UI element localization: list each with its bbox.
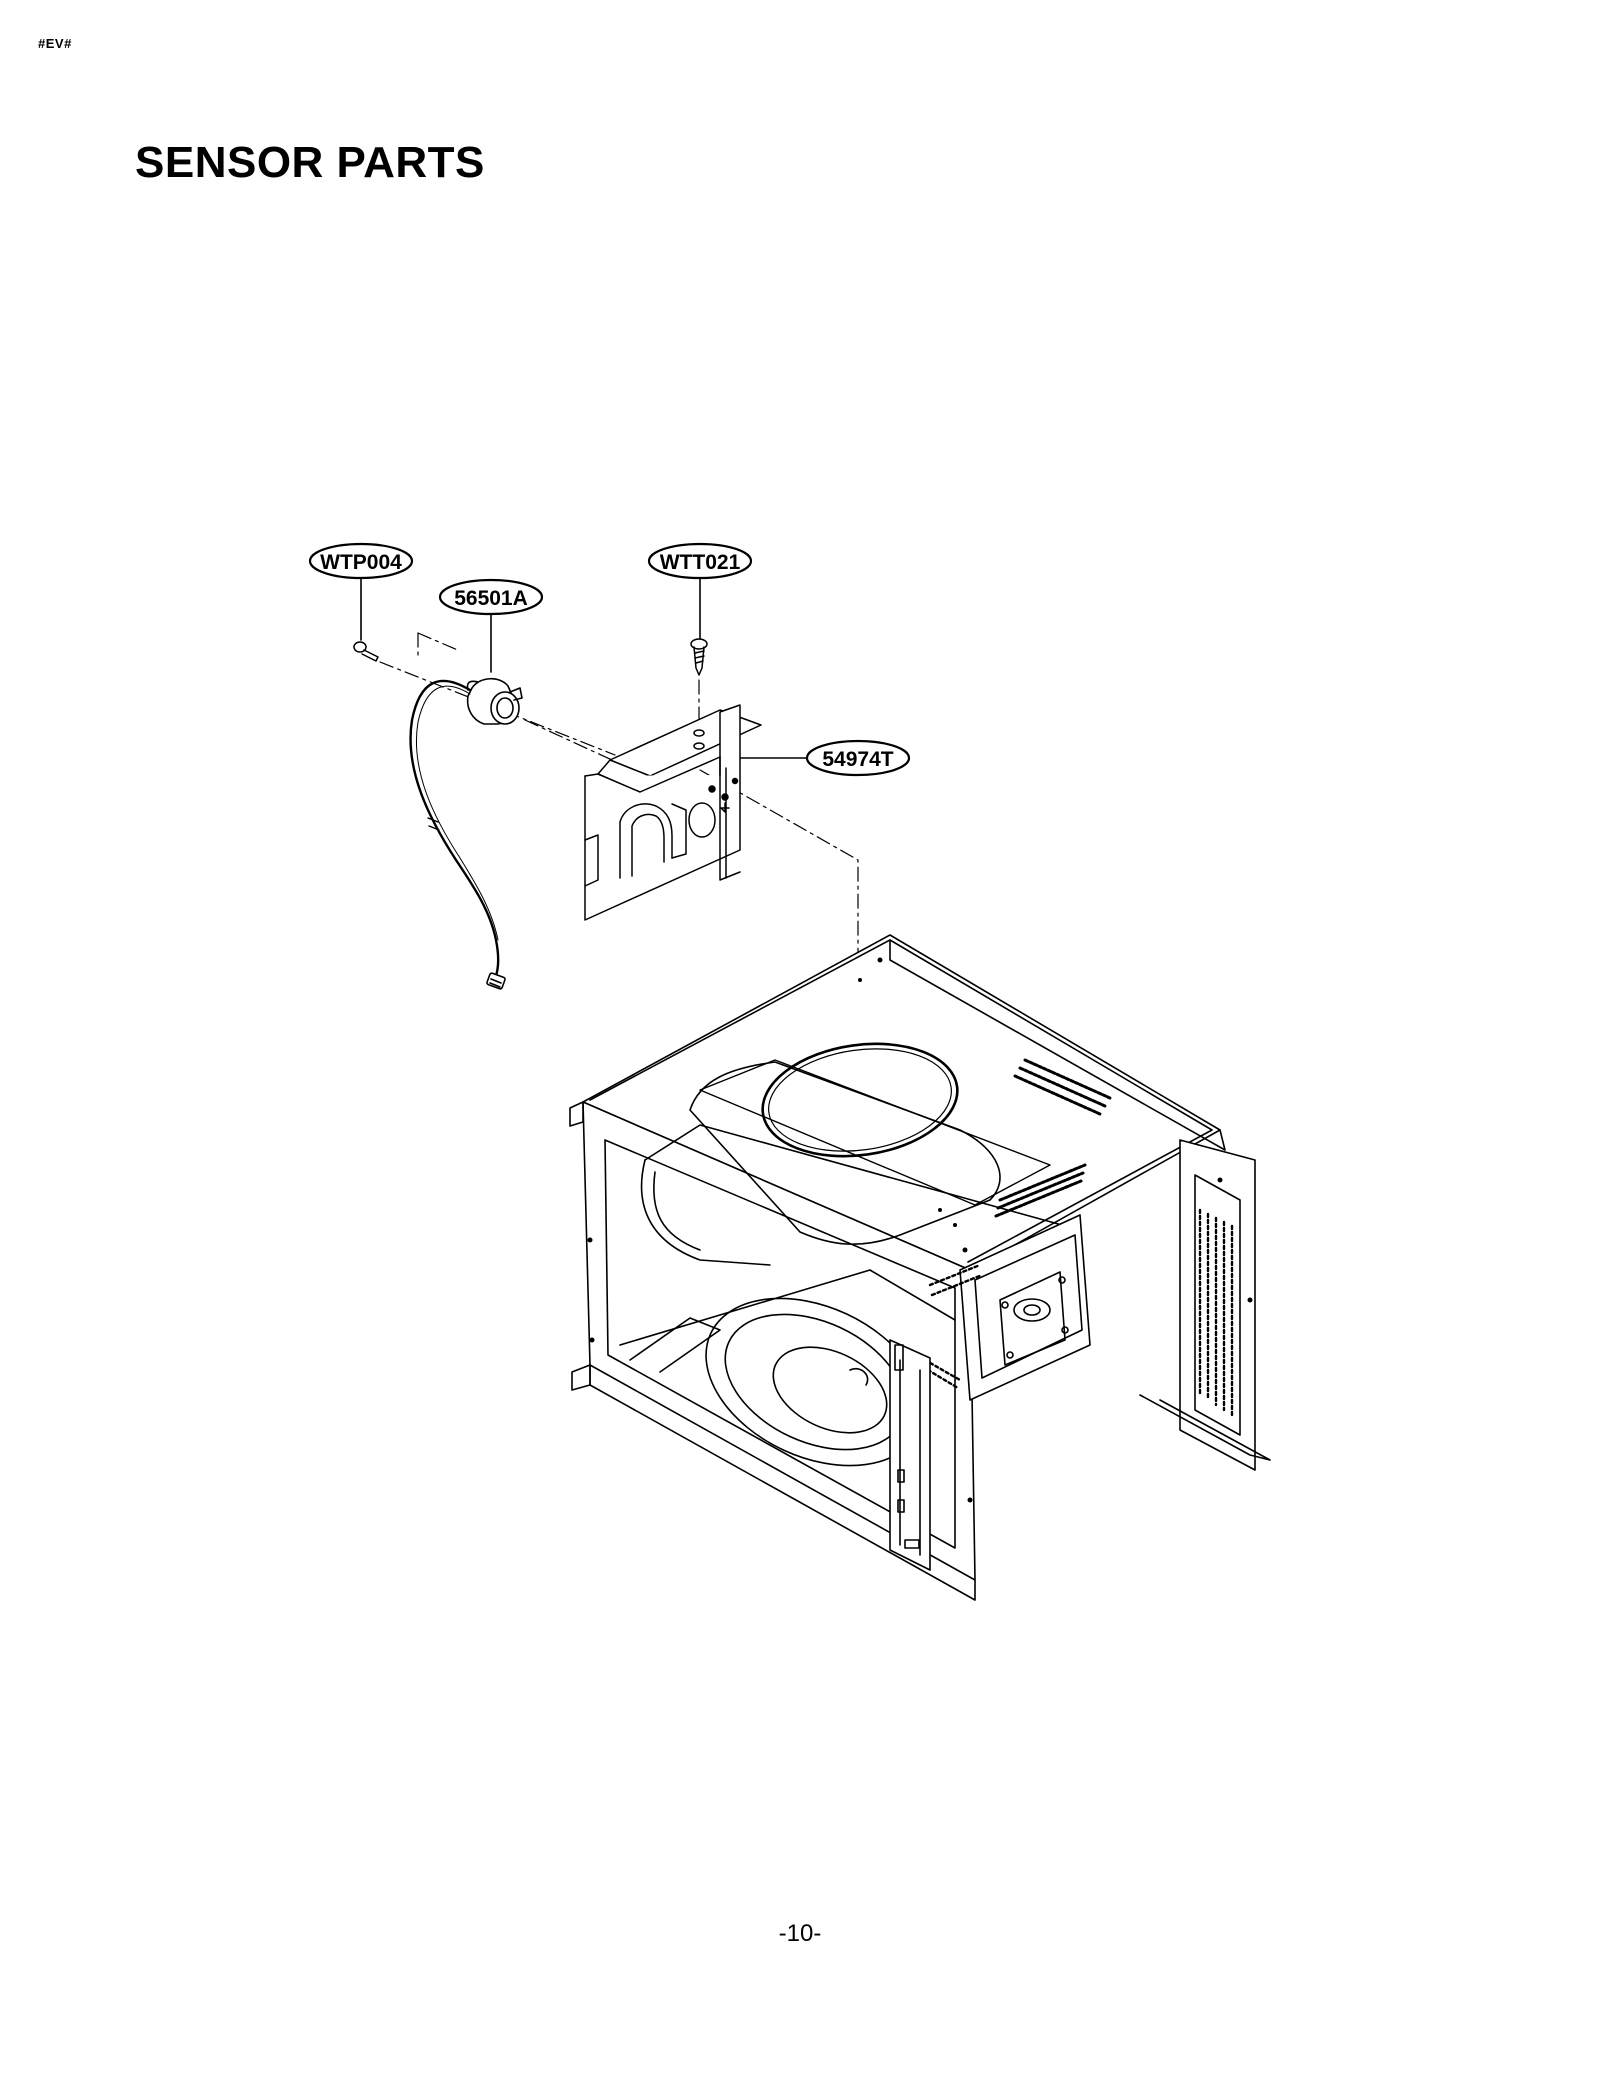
microwave-cavity-assembly (569, 934, 1271, 1601)
callout-label: 54974T (822, 748, 893, 771)
callout-54974t: 54974T (739, 739, 911, 777)
screw-wtp004 (353, 641, 379, 662)
callout-label: 56501A (454, 587, 528, 610)
callout-wtt021: WTT021 (647, 542, 753, 639)
callout-label: WTP004 (320, 551, 402, 574)
screw-wtt021 (690, 638, 708, 676)
callout-label: WTT021 (660, 551, 741, 574)
humidity-sensor-56501a (409, 677, 523, 990)
page-number: -10- (778, 1920, 822, 1947)
callout-wtp004: WTP004 (308, 542, 414, 641)
document-code: #EV# (38, 36, 72, 51)
page-title: SENSOR PARTS (135, 138, 485, 187)
sensor-bracket-54974t (584, 704, 762, 921)
assembly-lines (379, 632, 859, 979)
callout-56501a: 56501A (438, 578, 544, 673)
